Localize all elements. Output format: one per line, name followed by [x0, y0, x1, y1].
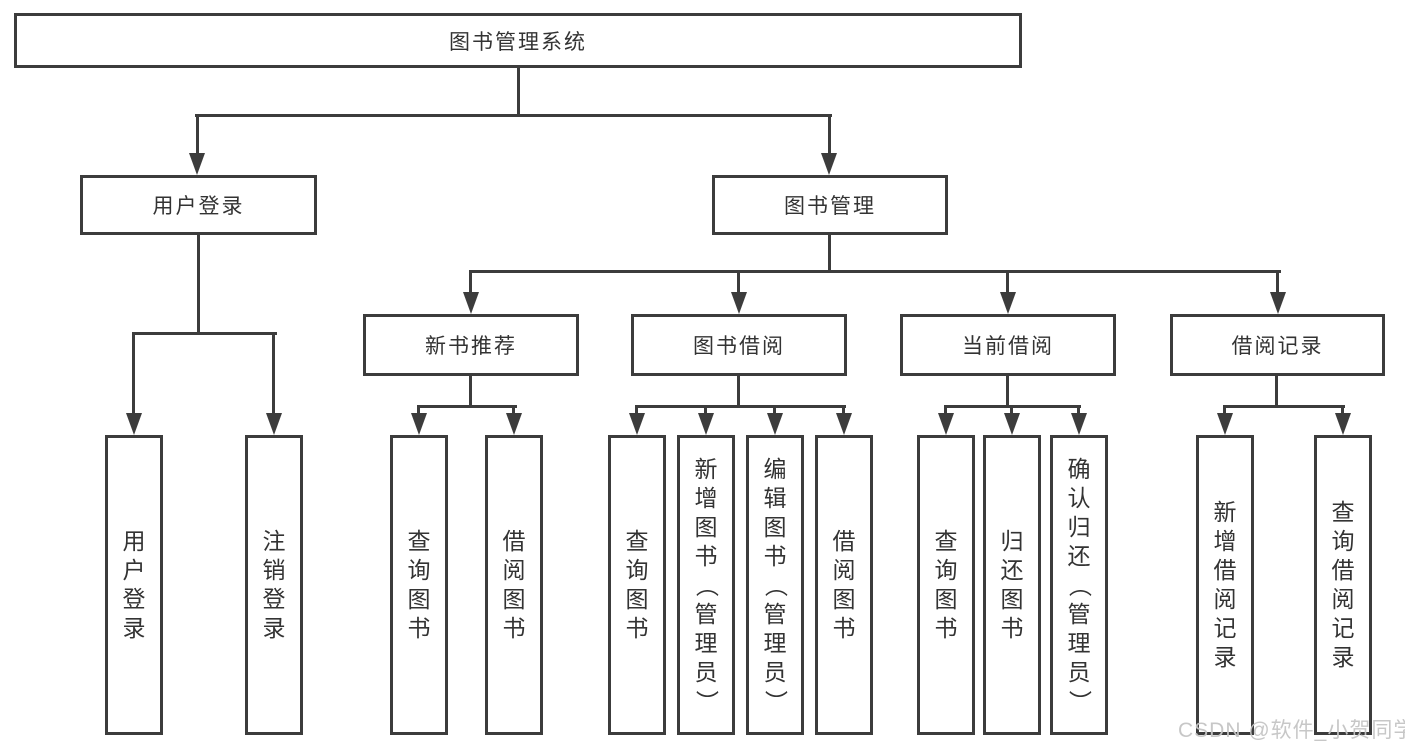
leaf-add-borrow-record-label: 新增借阅记录 — [1213, 499, 1237, 670]
arrow-down-icon — [506, 413, 522, 435]
node-new-book-recommend-label: 新书推荐 — [425, 335, 517, 358]
connector-line — [512, 405, 515, 415]
leaf-query-borrow-record-label: 查询借阅记录 — [1331, 499, 1355, 670]
arrow-down-icon — [938, 413, 954, 435]
leaf-borrow-books-recommend-label: 借阅图书 — [502, 528, 526, 641]
leaf-query-books-current-label: 查询图书 — [934, 528, 958, 641]
connector-line — [1341, 405, 1344, 415]
leaf-add-borrow-record: 新增借阅记录 — [1196, 435, 1254, 735]
connector-line — [635, 405, 846, 408]
leaf-query-borrow-record: 查询借阅记录 — [1314, 435, 1372, 735]
node-root-label: 图书管理系统 — [449, 30, 587, 54]
arrow-down-icon — [821, 153, 837, 175]
leaf-borrow-books-borrowing: 借阅图书 — [815, 435, 873, 735]
node-user-login: 用户登录 — [80, 175, 317, 235]
node-book-borrowing-label: 图书借阅 — [693, 335, 785, 358]
leaf-confirm-return-admin: 确认归还（管理员） — [1050, 435, 1108, 735]
arrow-down-icon — [1270, 292, 1286, 314]
arrow-down-icon — [1335, 413, 1351, 435]
arrow-down-icon — [1071, 413, 1087, 435]
leaf-query-books-current: 查询图书 — [917, 435, 975, 735]
arrow-down-icon — [731, 292, 747, 314]
connector-line — [828, 114, 831, 158]
leaf-logout-login: 注销登录 — [245, 435, 303, 735]
connector-line — [195, 114, 832, 117]
leaf-query-books-recommend-label: 查询图书 — [407, 528, 431, 641]
arrow-down-icon — [126, 413, 142, 435]
arrow-down-icon — [189, 153, 205, 175]
node-current-borrowing: 当前借阅 — [900, 314, 1116, 376]
connector-line — [469, 270, 1281, 273]
leaf-confirm-return-admin-label: 确认归还（管理员） — [1066, 455, 1093, 713]
connector-line — [132, 332, 135, 415]
connector-line — [1223, 405, 1345, 408]
connector-line — [469, 376, 472, 408]
connector-line — [1006, 270, 1009, 294]
arrow-down-icon — [1217, 413, 1233, 435]
leaf-user-login-label: 用户登录 — [122, 528, 146, 641]
arrow-down-icon — [1004, 413, 1020, 435]
node-book-borrowing: 图书借阅 — [631, 314, 847, 376]
node-book-management: 图书管理 — [712, 175, 948, 235]
connector-line — [828, 235, 831, 273]
arrow-down-icon — [629, 413, 645, 435]
leaf-borrow-books-recommend: 借阅图书 — [485, 435, 543, 735]
leaf-query-books-recommend: 查询图书 — [390, 435, 448, 735]
leaf-query-books-borrowing: 查询图书 — [608, 435, 666, 735]
connector-line — [1223, 405, 1226, 415]
connector-line — [1276, 270, 1279, 294]
leaf-borrow-books-borrowing-label: 借阅图书 — [832, 528, 856, 641]
leaf-add-books-admin-label: 新增图书（管理员） — [693, 455, 720, 713]
connector-line — [196, 114, 199, 158]
connector-line — [1006, 376, 1009, 408]
connector-line — [417, 405, 517, 408]
connector-line — [132, 332, 277, 335]
connector-line — [1275, 376, 1278, 408]
connector-line — [635, 405, 638, 415]
leaf-user-login: 用户登录 — [105, 435, 163, 735]
node-current-borrowing-label: 当前借阅 — [962, 335, 1054, 358]
leaf-query-books-borrowing-label: 查询图书 — [625, 528, 649, 641]
node-borrowing-records-label: 借阅记录 — [1231, 335, 1324, 358]
connector-line — [469, 270, 472, 294]
connector-line — [737, 270, 740, 294]
arrow-down-icon — [836, 413, 852, 435]
arrow-down-icon — [411, 413, 427, 435]
arrow-down-icon — [266, 413, 282, 435]
arrow-down-icon — [767, 413, 783, 435]
connector-line — [773, 405, 776, 415]
node-book-management-label: 图书管理 — [784, 195, 876, 218]
leaf-edit-books-admin-label: 编辑图书（管理员） — [762, 455, 789, 713]
leaf-logout-login-label: 注销登录 — [262, 528, 286, 641]
connector-line — [1077, 405, 1080, 415]
connector-line — [517, 68, 520, 117]
node-user-login-label: 用户登录 — [152, 195, 245, 218]
connector-line — [417, 405, 420, 415]
node-new-book-recommend: 新书推荐 — [363, 314, 579, 376]
leaf-add-books-admin: 新增图书（管理员） — [677, 435, 735, 735]
connector-line — [842, 405, 845, 415]
connector-line — [197, 235, 200, 335]
node-borrowing-records: 借阅记录 — [1170, 314, 1385, 376]
connector-line — [704, 405, 707, 415]
node-root: 图书管理系统 — [14, 13, 1022, 68]
leaf-return-books-label: 归还图书 — [1000, 528, 1024, 641]
connector-line — [1010, 405, 1013, 415]
watermark-text: CSDN @软件_小贺同学 — [1178, 719, 1405, 742]
connector-line — [944, 405, 947, 415]
leaf-return-books: 归还图书 — [983, 435, 1041, 735]
arrow-down-icon — [463, 292, 479, 314]
connector-line — [272, 332, 275, 415]
arrow-down-icon — [1000, 292, 1016, 314]
connector-line — [737, 376, 740, 408]
arrow-down-icon — [698, 413, 714, 435]
leaf-edit-books-admin: 编辑图书（管理员） — [746, 435, 804, 735]
